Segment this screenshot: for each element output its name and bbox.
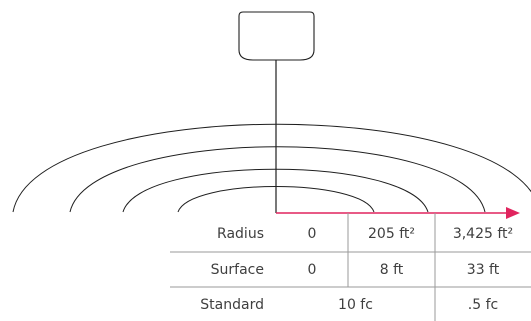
row-label-surface: Surface xyxy=(210,262,264,278)
light-arc-4 xyxy=(177,186,375,213)
light-arc-3 xyxy=(122,168,429,213)
cell-surface-3: 33 ft xyxy=(466,262,500,278)
light-arc-2 xyxy=(69,146,486,213)
cell-surface-1: 0 xyxy=(307,262,317,278)
cell-radius-3: 3,425 ft² xyxy=(452,226,514,242)
radius-arrow-head xyxy=(506,207,520,219)
cell-radius-2: 205 ft² xyxy=(368,226,415,242)
cell-standard-1: 10 fc xyxy=(338,297,373,313)
light-fixture-icon xyxy=(238,11,315,61)
light-arc-1 xyxy=(12,123,531,213)
cell-surface-2: 8 ft xyxy=(379,262,404,278)
row-label-standard: Standard xyxy=(200,297,264,313)
row-label-radius: Radius xyxy=(217,226,264,242)
cell-standard-2: .5 fc xyxy=(467,297,499,313)
table-grid xyxy=(170,213,531,321)
cell-radius-1: 0 xyxy=(307,226,317,242)
